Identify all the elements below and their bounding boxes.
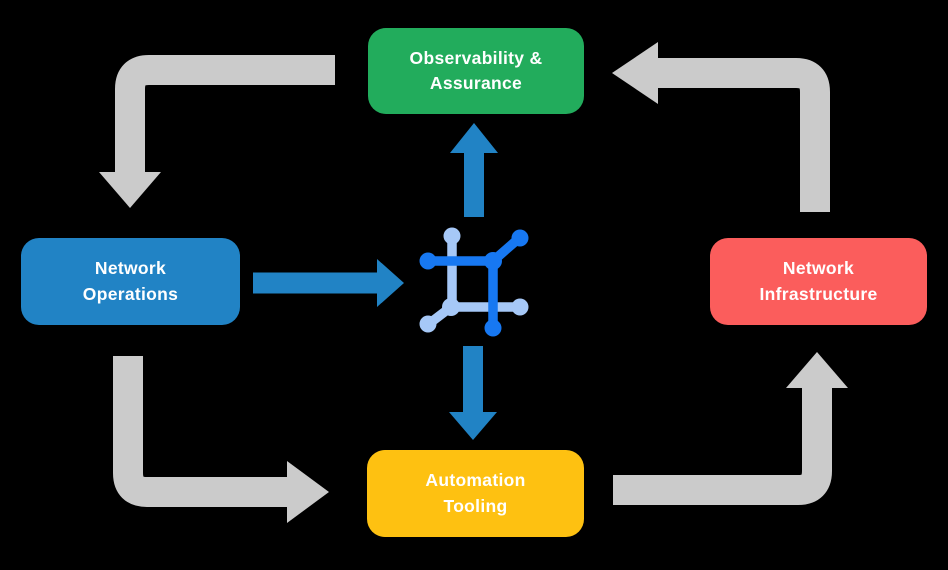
arrow-operations-to-automation — [113, 356, 329, 523]
node-label-line: Network — [94, 258, 167, 279]
arrow-automation-to-infrastructure — [613, 352, 848, 505]
arrow-shaft — [113, 356, 288, 507]
hub-icon-node — [443, 227, 461, 245]
arrow-shaft — [657, 58, 830, 212]
node-label-line: Network — [782, 258, 855, 279]
hub-icon-node — [511, 229, 529, 247]
node-observability-assurance: Observability & Assurance — [368, 28, 584, 114]
arrow-shaft — [115, 55, 335, 174]
arrow-head-down-icon — [449, 412, 497, 440]
arrow-head-right-icon — [287, 461, 329, 523]
node-automation-tooling: Automation Tooling — [367, 450, 584, 537]
arrow-center-to-automation — [449, 346, 497, 440]
arrow-shaft — [613, 388, 832, 505]
node-label-line: Observability & — [409, 47, 543, 68]
arrow-head-left-icon — [612, 42, 658, 104]
arrow-head-right-icon — [377, 259, 404, 307]
hub-icon-dark-branch — [419, 229, 529, 337]
arrow-head-up-icon — [786, 352, 848, 388]
arrow-head-up-icon — [450, 123, 498, 153]
node-label-line: Operations — [82, 283, 179, 304]
node-label-line: Automation — [425, 470, 526, 491]
hub-icon-node — [511, 298, 529, 316]
node-label-line: Infrastructure — [759, 283, 878, 304]
hub-icon-node — [419, 315, 437, 333]
network-automation-hub-icon — [419, 227, 529, 337]
hub-icon-corner-node — [442, 298, 460, 316]
arrow-center-to-observability — [450, 123, 498, 217]
node-network-operations: Network Operations — [21, 238, 240, 325]
arrow-head-down-icon — [99, 172, 161, 208]
hub-icon-node — [419, 252, 437, 270]
hub-icon-corner-node — [484, 252, 502, 270]
hub-icon-node — [484, 319, 502, 337]
node-label-line: Assurance — [429, 73, 523, 93]
arrow-operations-to-center — [253, 259, 404, 307]
node-network-infrastructure: Network Infrastructure — [710, 238, 927, 325]
arrow-observability-to-operations — [99, 55, 335, 208]
node-label-line: Tooling — [443, 495, 508, 516]
arrow-infrastructure-to-observability — [612, 42, 830, 212]
